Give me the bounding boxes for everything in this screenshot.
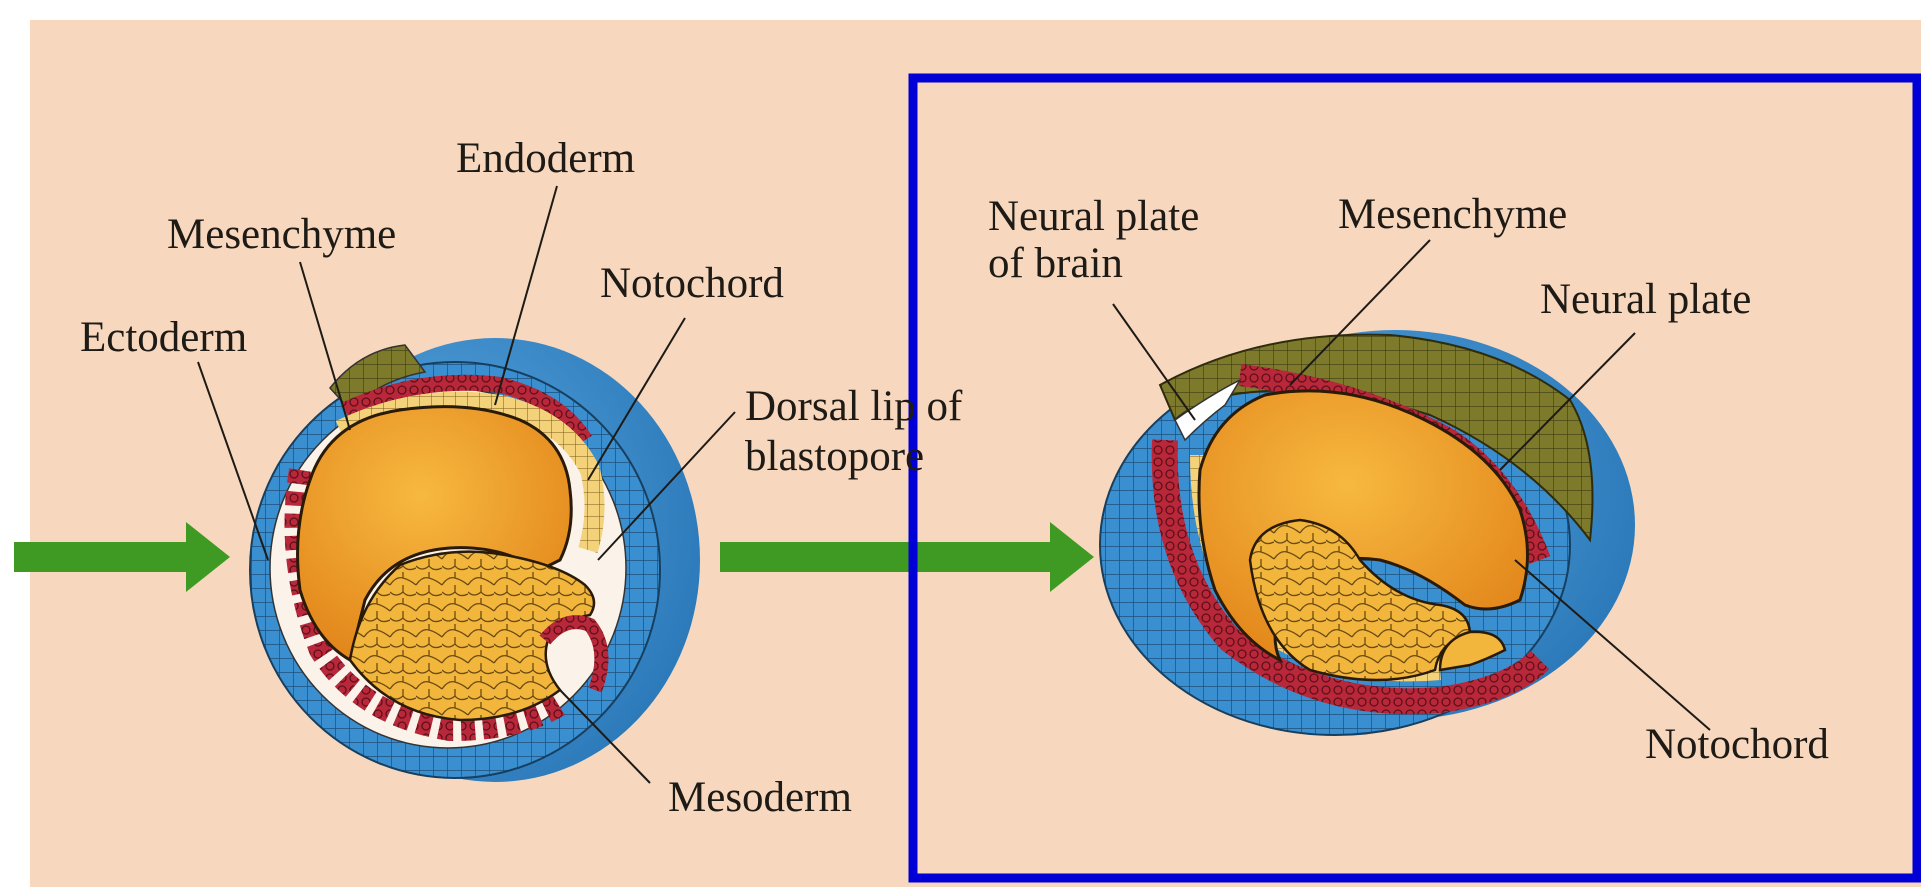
label-mesenchyme-left: Mesenchyme — [167, 213, 396, 257]
label-neural-plate: Neural plate — [1540, 278, 1751, 322]
label-notochord-right: Notochord — [1645, 723, 1829, 767]
label-endoderm-left: Endoderm — [456, 137, 635, 181]
label-notochord-left: Notochord — [600, 262, 784, 306]
label-ectoderm: Ectoderm — [80, 316, 247, 360]
label-mesoderm: Mesoderm — [668, 776, 852, 820]
label-mesenchyme-right: Mesenchyme — [1338, 193, 1567, 237]
label-dorsal-lip: Dorsal lip of blastopore — [745, 382, 962, 482]
label-neural-plate-of-brain: Neural plate of brain — [988, 193, 1199, 287]
